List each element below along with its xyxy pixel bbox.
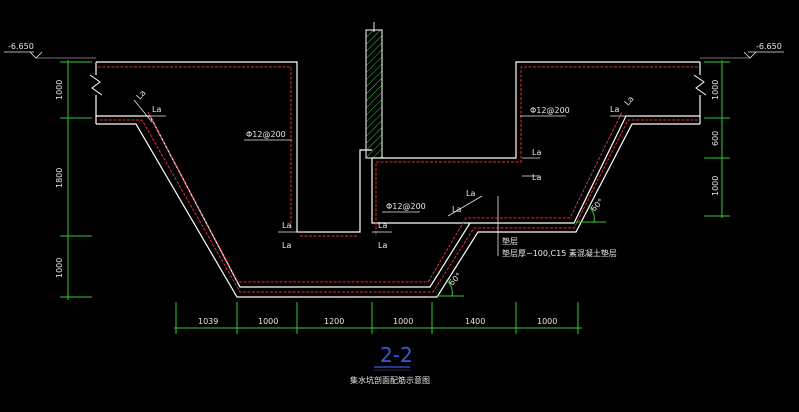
- la-label-9: La: [452, 205, 461, 214]
- angle-label-right: 60°: [589, 197, 605, 213]
- note-line-2: 垫层厚~100,C15 素混凝土垫层: [502, 248, 617, 258]
- outer-contour: [96, 123, 700, 298]
- rebar-label-center: Φ12@200: [386, 202, 426, 211]
- la-label-3: La: [282, 221, 291, 230]
- la-leader-1: [133, 99, 153, 123]
- right-break-mark: [693, 74, 707, 96]
- left-dim-3: 1000: [55, 258, 64, 278]
- bottom-dim-1: 1039: [198, 317, 218, 326]
- rebar-label-right: Φ12@200: [530, 106, 570, 115]
- rebar-right-slab: [375, 66, 698, 236]
- angle-arcs: [436, 205, 606, 297]
- la-label-12: La: [623, 94, 636, 107]
- rebar-inner: [147, 111, 623, 283]
- left-break-mark: [89, 74, 103, 96]
- note-line-1: 垫层: [502, 236, 518, 246]
- right-dimension-chain: [704, 60, 730, 218]
- break-marks: [89, 74, 707, 96]
- section-caption: 集水坑剖面配筋示意图: [350, 375, 430, 385]
- la-label-4: La: [282, 241, 291, 250]
- angle-label-bottom: 60°: [447, 271, 463, 287]
- rebar-lines: [98, 66, 698, 293]
- left-dim-1: 1000: [55, 80, 64, 100]
- right-dim-2: 600: [711, 131, 720, 146]
- la-label-10: La: [466, 189, 475, 198]
- bottom-dim-6: 1000: [537, 317, 557, 326]
- angle-arc-right: [587, 205, 595, 223]
- right-dim-1: 1000: [711, 80, 720, 100]
- la-label-2: La: [152, 105, 161, 114]
- left-slab-outline: [96, 61, 372, 233]
- bottom-dim-3: 1200: [324, 317, 344, 326]
- right-slab-outline: [371, 61, 700, 224]
- elevation-left: -6.650: [4, 42, 96, 59]
- left-dim-2: 1800: [55, 168, 64, 188]
- la-leader-8: [447, 195, 483, 217]
- elevation-right-triangle: [743, 51, 757, 59]
- bottom-dim-4: 1000: [393, 317, 413, 326]
- bottom-dim-2: 1000: [258, 317, 278, 326]
- rebar-left-top: [98, 66, 292, 228]
- leader-lines: [133, 99, 640, 256]
- la-label-11: La: [610, 105, 619, 114]
- elevation-left-text: -6.650: [8, 42, 34, 51]
- section-title: 2-2: [380, 343, 413, 367]
- la-label-7: La: [532, 148, 541, 157]
- rebar-outer: [100, 119, 698, 293]
- la-label-6: La: [378, 241, 387, 250]
- la-label-5: La: [378, 221, 387, 230]
- elevation-left-triangle: [29, 51, 43, 59]
- elevation-right-text: -6.650: [756, 42, 782, 51]
- pit-outline: [95, 61, 701, 298]
- left-dimension-chain: [60, 60, 92, 300]
- la-label-1: La: [135, 88, 148, 101]
- bottom-dimension-chain: [174, 302, 582, 334]
- la-label-8: La: [532, 173, 541, 182]
- angle-arc-bottom: [445, 279, 453, 297]
- right-dim-3: 1000: [711, 176, 720, 196]
- hatched-wall: [365, 29, 383, 159]
- elevation-right: -6.650: [700, 42, 784, 59]
- bottom-dim-5: 1400: [465, 317, 485, 326]
- rebar-label-left: Φ12@200: [246, 130, 286, 139]
